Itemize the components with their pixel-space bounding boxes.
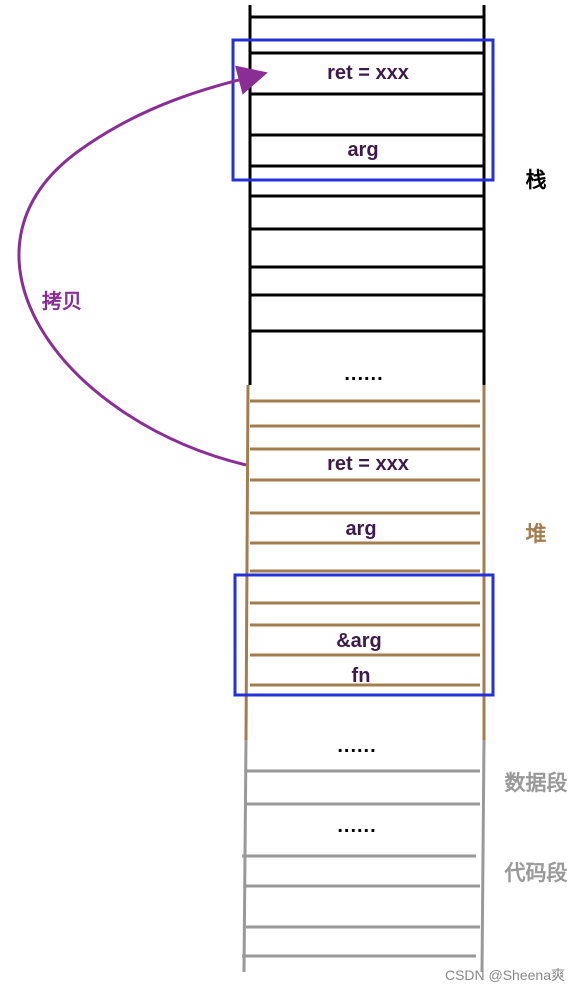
stack-ret-slot: ret = xxx	[327, 62, 409, 84]
data-ellipsis: ......	[337, 735, 376, 757]
stack-segment-label: 栈	[526, 168, 547, 192]
code-segment-label: 代码段	[504, 861, 568, 885]
lower-right-rail	[480, 739, 486, 973]
footer-watermark: CSDN @Sheena爽	[445, 967, 565, 983]
stack-ellipsis: ......	[344, 363, 383, 385]
stack-highlight-box	[231, 38, 495, 182]
code-ellipsis: ......	[337, 815, 376, 837]
heap-fn-slot: fn	[352, 665, 371, 687]
data-code-section: ...... ......	[242, 735, 486, 973]
heap-section: ret = xxx arg &arg fn	[244, 384, 486, 741]
heap-ret-slot: ret = xxx	[327, 453, 409, 475]
lower-rungs	[242, 769, 480, 958]
data-segment-label: 数据段	[505, 771, 568, 795]
heap-highlight-box	[233, 573, 495, 697]
heap-segment-label: 堆	[526, 523, 547, 546]
heap-arg-ref-slot: &arg	[336, 630, 382, 652]
stack-rungs	[250, 15, 484, 333]
heap-arg-slot: arg	[345, 518, 376, 540]
stack-section: ret = xxx arg ......	[248, 5, 486, 385]
heap-left-rail	[244, 384, 250, 741]
heap-rungs	[250, 399, 480, 687]
stack-arg-slot: arg	[347, 139, 378, 161]
curved-arrow-icon	[17, 65, 268, 467]
copy-label: 拷贝	[42, 290, 82, 313]
